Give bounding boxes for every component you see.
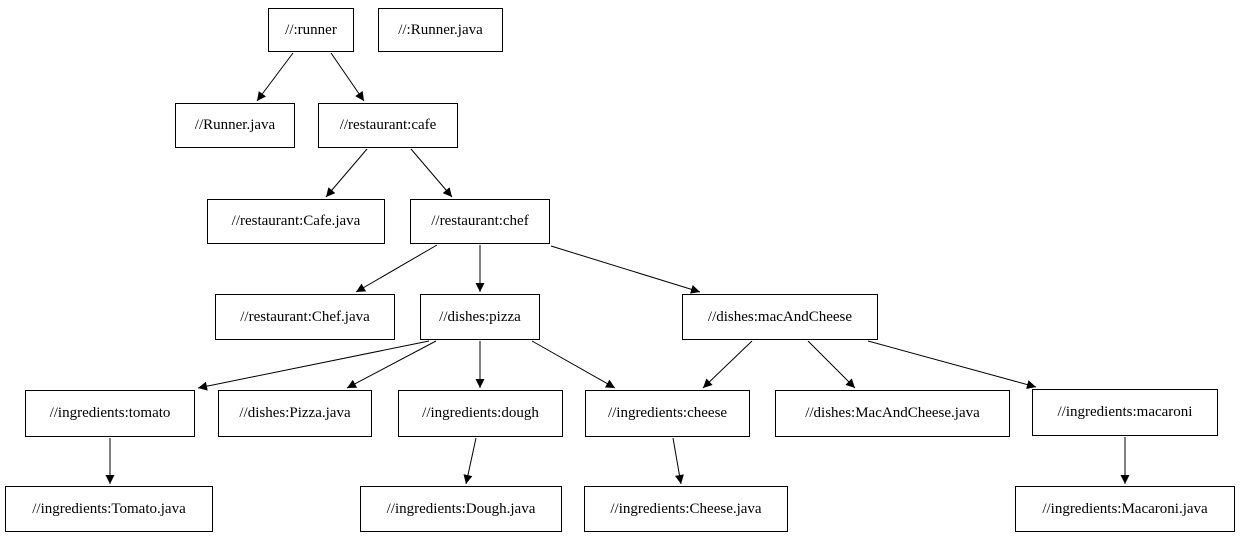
graph-edge-runner-to-runner-java: [256, 52, 294, 102]
graph-node-runner: //:runner: [268, 8, 354, 52]
graph-node-root-runner-java: //:Runner.java: [378, 8, 503, 52]
graph-edge-cheese-to-cheese-java: [672, 437, 684, 485]
graph-node-mac-java: //dishes:MacAndCheese.java: [775, 390, 1010, 437]
graph-node-dough: //ingredients:dough: [398, 390, 563, 437]
graph-edge-mac-and-cheese-to-cheese: [702, 340, 753, 389]
graph-node-tomato: //ingredients:tomato: [25, 390, 195, 437]
graph-node-macaroni: //ingredients:macaroni: [1032, 389, 1218, 436]
graph-node-chef: //restaurant:chef: [410, 199, 550, 244]
graph-edge-pizza-to-tomato: [197, 340, 430, 391]
graph-node-chef-java: //restaurant:Chef.java: [215, 294, 395, 340]
graph-node-cheese-java: //ingredients:Cheese.java: [584, 486, 788, 532]
graph-edge-mac-and-cheese-to-mac-java: [807, 340, 856, 389]
graph-node-pizza: //dishes:pizza: [420, 294, 540, 340]
graph-node-cafe: //restaurant:cafe: [318, 103, 458, 148]
graph-edge-lines: [105, 52, 1130, 485]
graph-edge-chef-to-mac-and-cheese: [550, 245, 701, 294]
graph-node-runner-java: //Runner.java: [175, 103, 295, 148]
graph-node-dough-java: //ingredients:Dough.java: [360, 486, 562, 532]
graph-node-macaroni-java: //ingredients:Macaroni.java: [1015, 486, 1235, 532]
graph-node-cheese: //ingredients:cheese: [585, 390, 750, 437]
graph-edge-pizza-to-cheese: [531, 340, 616, 389]
graph-edge-pizza-to-pizza-java: [346, 340, 437, 389]
graph-node-cafe-java: //restaurant:Cafe.java: [207, 199, 385, 244]
graph-edge-dough-to-dough-java: [463, 437, 477, 485]
graph-edge-cafe-to-chef: [410, 148, 453, 198]
graph-edge-chef-to-chef-java: [355, 244, 438, 293]
graph-node-pizza-java: //dishes:Pizza.java: [218, 390, 372, 437]
graph-edge-mac-and-cheese-to-macaroni: [867, 340, 1037, 389]
graph-node-tomato-java: //ingredients:Tomato.java: [5, 486, 213, 532]
graph-edge-cafe-to-cafe-java: [325, 148, 368, 198]
graph-node-mac-and-cheese: //dishes:macAndCheese: [682, 294, 878, 340]
graph-edge-runner-to-cafe: [330, 52, 365, 102]
